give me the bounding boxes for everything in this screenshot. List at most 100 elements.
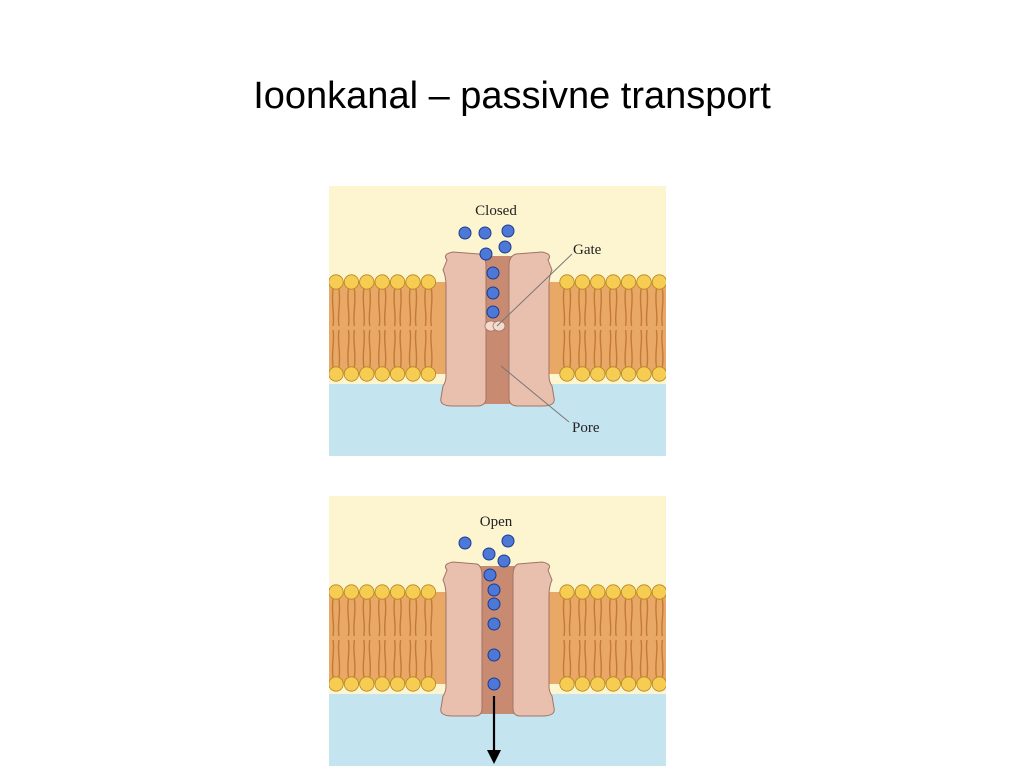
lipid-tail [624,289,633,327]
lipid-tail [393,639,402,677]
lipid-head [359,274,375,290]
lipid-head [359,366,375,382]
open-channel-diagram: Open [329,496,666,766]
lipid-head [420,676,437,692]
ion [478,226,492,240]
lipid-head [574,584,590,600]
lipid-head [559,584,575,600]
lipid-head [374,584,390,600]
ion-flow-arrow [487,696,501,764]
lipid-tail [393,599,402,637]
lipid-head [636,366,652,382]
channel-subunit-right [512,561,555,717]
ion [458,226,472,240]
lipid-head [574,676,590,692]
lipid-tail [331,639,341,677]
ion [486,266,500,280]
slide-title: Ioonkanal – passivne transport [253,75,771,117]
lipid-head [343,676,359,692]
lipid-head [651,274,666,290]
lipid-tail [377,329,387,367]
lipid-head [329,584,344,600]
lipid-tail [562,639,572,677]
lipid-head [574,366,590,382]
open-channel-panel: Open [329,496,666,766]
lipid-head [605,274,621,290]
lipid-head [389,676,406,692]
lipid-tail [562,289,572,327]
lipid-tail [347,599,356,637]
ion [486,305,500,319]
lipid-head [590,366,606,382]
lipid-tail [377,289,387,327]
lipid-tail [362,289,372,327]
lipid-head [651,366,666,382]
lipid-tail [408,639,418,677]
lipid-tail [639,289,649,327]
lipid-tail [393,329,402,367]
lipid-head [389,274,406,290]
pore-label: Pore [572,420,600,436]
lipid-head [590,584,606,600]
lipid-head [605,676,621,692]
lipid-head [405,584,421,600]
lipid-head [636,274,652,290]
lipid-head [389,584,406,600]
closed-state-label: Closed [475,203,517,219]
lipid-head [374,676,390,692]
lipid-tail [562,329,572,367]
ion [501,224,515,238]
lipid-tail [347,289,356,327]
lipid-tail [377,639,387,677]
lipid-head [636,584,652,600]
lipid-tail [424,289,433,327]
lipid-tail [424,329,433,367]
ion [479,247,493,261]
lipid-head [590,274,606,290]
ion [482,547,496,561]
channel-subunit-left [440,561,483,717]
lipid-head [343,584,359,600]
ion [483,568,497,582]
lipid-tail [362,329,372,367]
lipid-head [329,366,344,382]
lipid-tail [362,599,372,637]
lipid-head [559,676,575,692]
lipid-tail [362,639,372,677]
lipid-head [343,274,359,290]
lipid-tail [624,329,633,367]
lipid-head [620,584,637,600]
lipid-tail [578,639,587,677]
lipid-head [359,676,375,692]
lipid-tail [393,289,402,327]
ion [501,534,515,548]
lipid-tail [655,639,664,677]
lipid-tail [331,599,341,637]
pore-leader-line [500,365,570,423]
lipid-tail [593,289,603,327]
lipid-head [405,366,421,382]
lipid-head [343,366,359,382]
lipid-head [329,676,344,692]
lipid-head [559,366,575,382]
lipid-tail [578,599,587,637]
lipid-head [651,676,666,692]
lipid-tail [624,639,633,677]
lipid-tail [578,289,587,327]
ion [487,597,501,611]
lipid-tail [655,599,664,637]
gate-label: Gate [573,242,602,258]
lipid-head [605,584,621,600]
lipid-head [329,274,344,290]
lipid-head [374,274,390,290]
ion [458,536,472,550]
ion [497,554,511,568]
lipid-bilayer [329,274,666,382]
lipid-tail [639,329,649,367]
lipid-head [651,584,666,600]
lipid-head [559,274,575,290]
ion [498,240,512,254]
lipid-head [420,584,437,600]
lipid-tail [608,599,618,637]
ion [486,286,500,300]
